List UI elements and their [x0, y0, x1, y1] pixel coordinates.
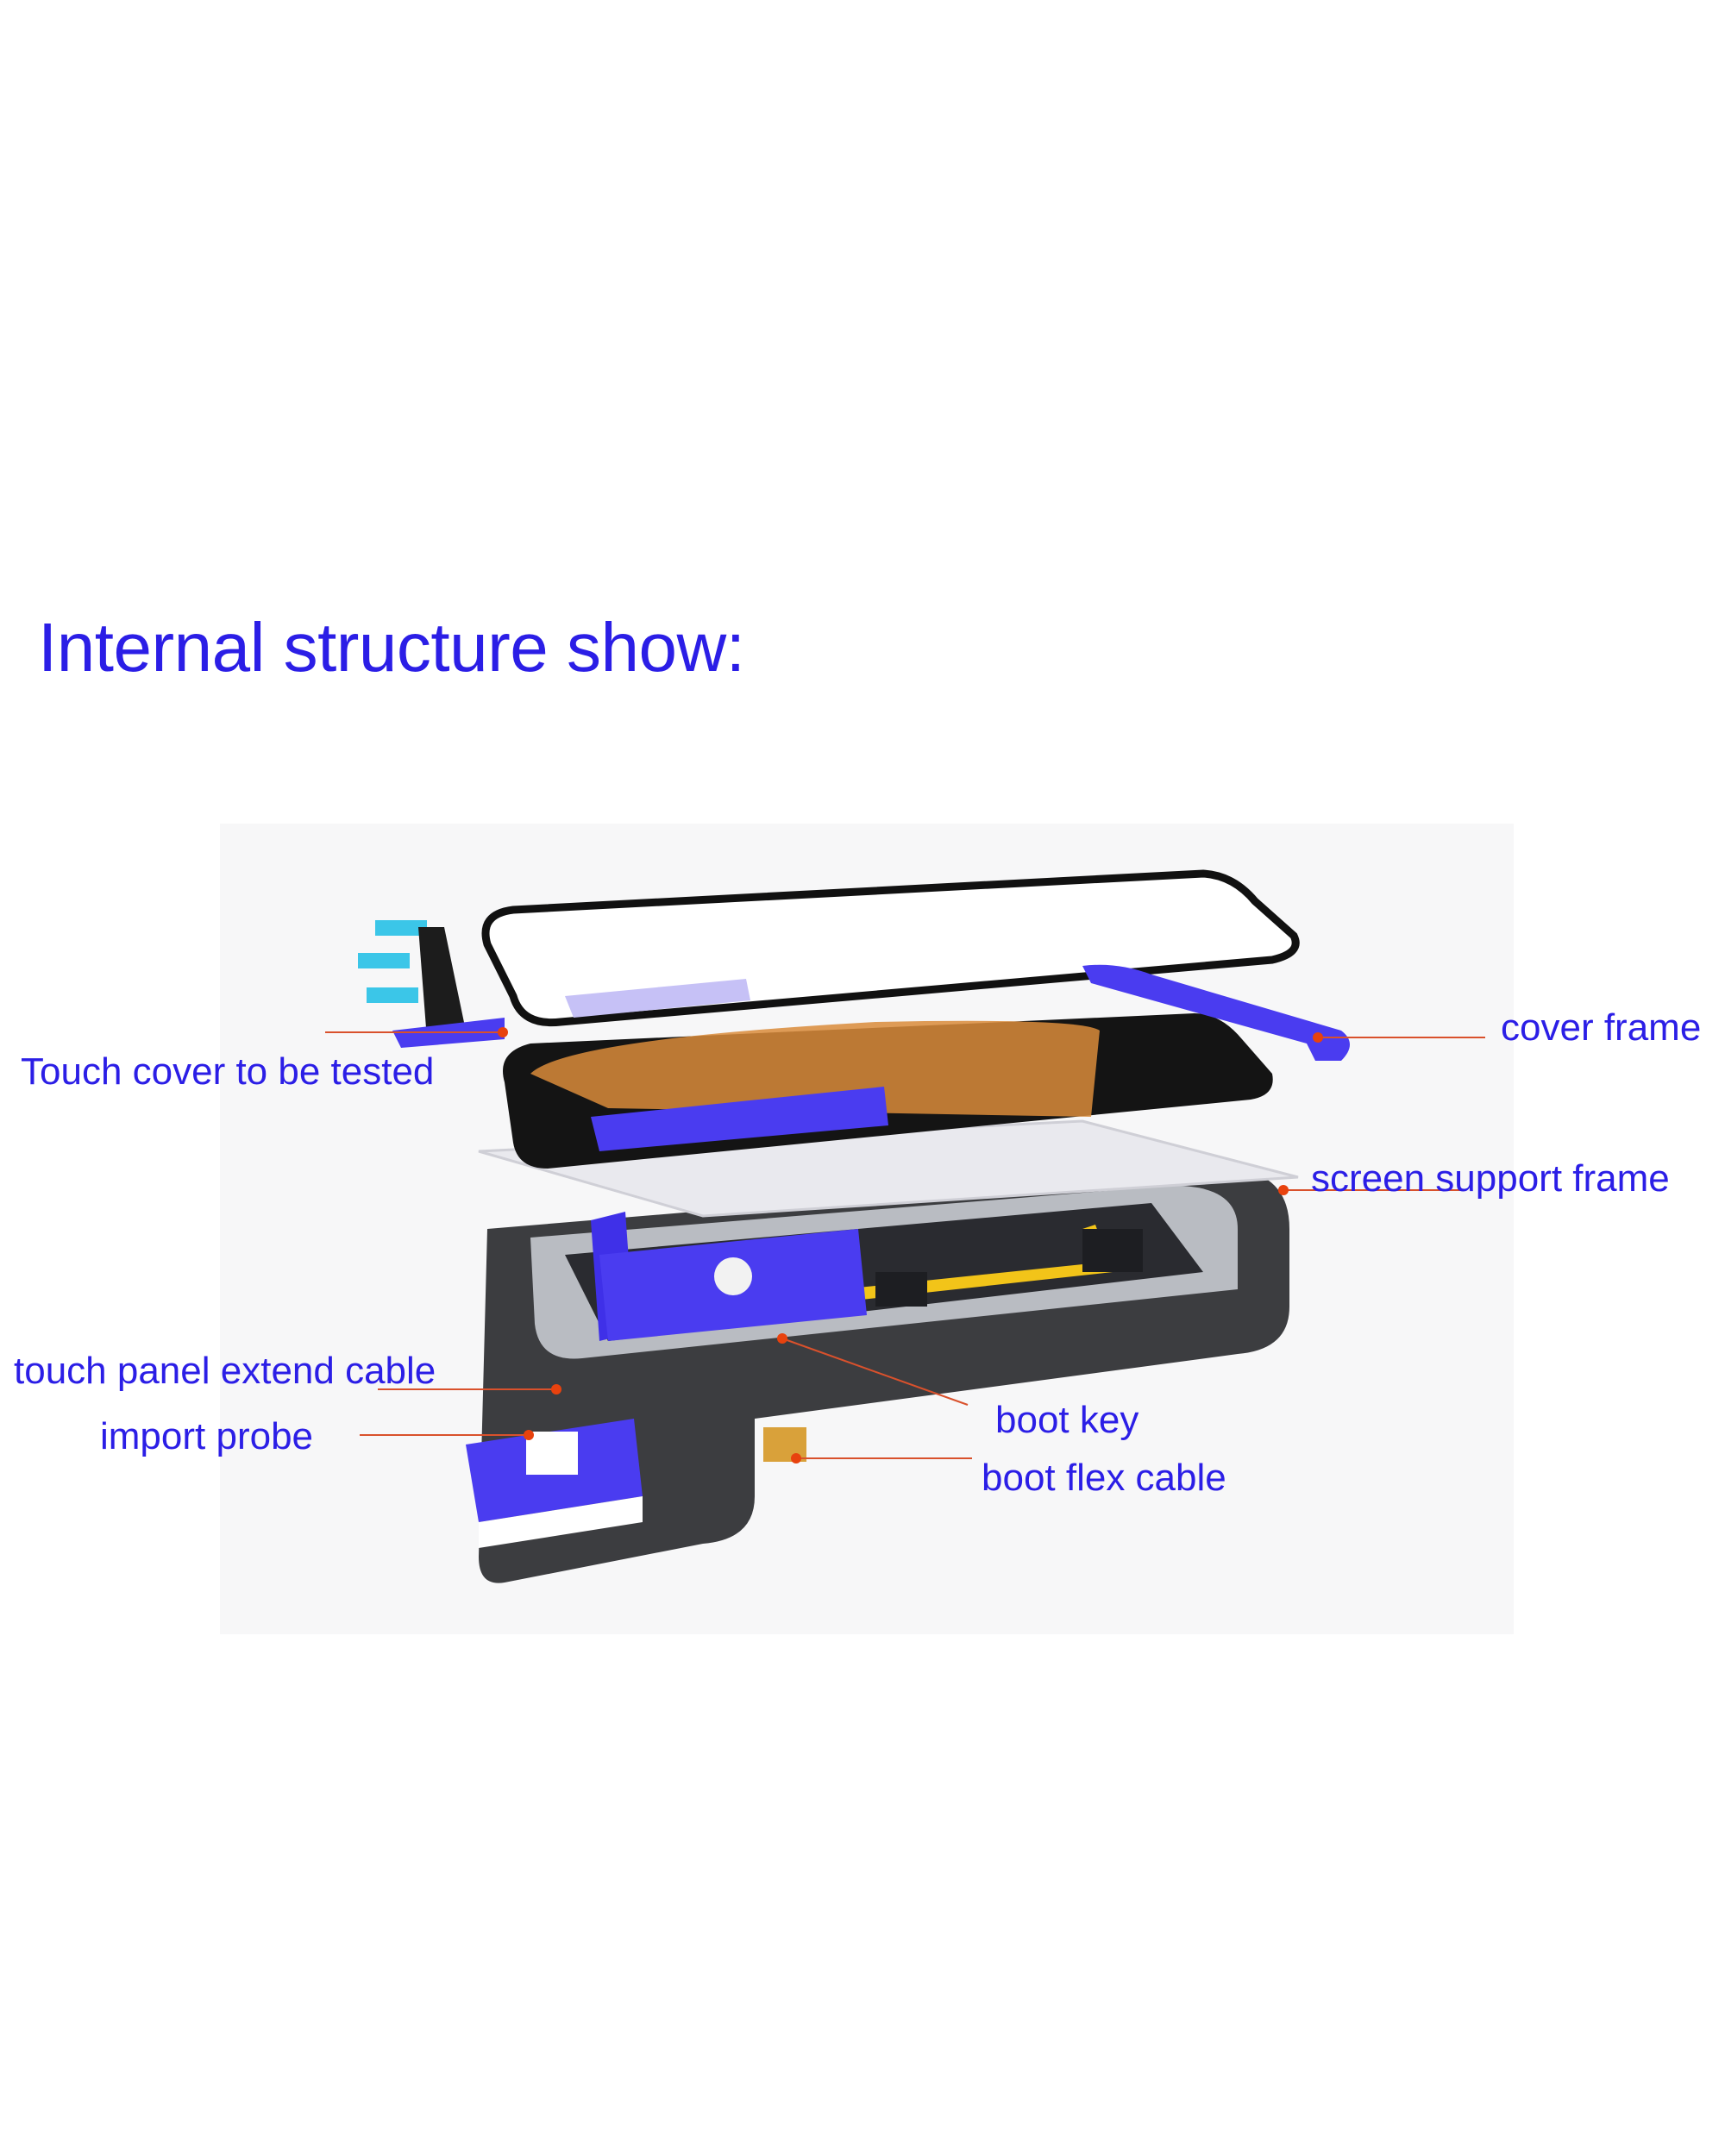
label-touch-cover: Touch cover to be tested: [21, 1050, 435, 1093]
product-exploded-view-image: [220, 824, 1514, 1634]
page-title: Internal structure show:: [38, 609, 745, 686]
touch-cover-glass: [358, 869, 1350, 1061]
label-touch-panel-extend-cable: touch panel extend cable: [14, 1350, 436, 1392]
label-cover-frame: cover frame: [1501, 1006, 1702, 1049]
label-boot-key: boot key: [995, 1399, 1139, 1441]
display-panel: [503, 1013, 1273, 1169]
blue-clamp-assembly: [466, 1212, 867, 1548]
label-boot-flex-cable: boot flex cable: [982, 1457, 1226, 1499]
label-screen-support-frame: screen support frame: [1311, 1157, 1670, 1200]
label-import-probe: import probe: [100, 1415, 314, 1457]
